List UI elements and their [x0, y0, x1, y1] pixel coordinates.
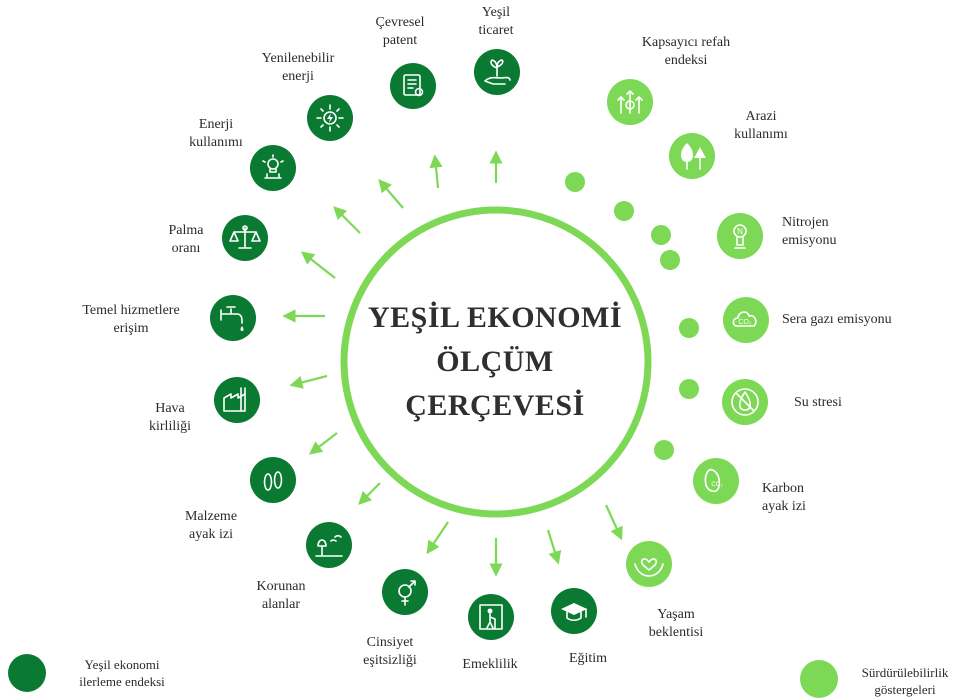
- decor-dot-6: [679, 379, 699, 399]
- label-enerji-kullanimi: Enerji kullanımı: [189, 117, 243, 150]
- label-nitrojen-emisyonu: Nitrojen emisyonu: [782, 215, 837, 248]
- dark-node-12: [551, 588, 597, 634]
- light-node-circle: [693, 458, 739, 504]
- dark-node-2: [474, 49, 520, 95]
- svg-text:CO₂: CO₂: [711, 482, 723, 488]
- dark-node-1: [390, 63, 436, 109]
- heart-hands-icon: [634, 558, 664, 577]
- dark-node-circle: [390, 63, 436, 109]
- legend-dark-label: Yeşil ekonomi ilerleme endeksi: [79, 657, 165, 689]
- label-sera-gazi-emisyonu: Sera gazı emisyonu: [782, 312, 892, 327]
- light-node-5: [722, 379, 768, 425]
- water-drop-icon: [731, 388, 759, 416]
- label-su-stresi: Su stresi: [794, 395, 842, 410]
- dark-node-10: [382, 569, 428, 615]
- legend-light-swatch: [800, 660, 838, 698]
- light-node-7: [626, 541, 672, 587]
- footprint-icon: [263, 471, 283, 491]
- landscape-icon: [315, 534, 343, 557]
- nitrogen-icon: N: [733, 224, 747, 249]
- trees-icon: [681, 143, 706, 170]
- renewable-energy-icon: [316, 104, 344, 132]
- label-malzeme-ayak-izi: Malzeme ayak izi: [184, 509, 238, 542]
- light-node-4: CO₂: [723, 297, 769, 343]
- light-node-circle: [626, 541, 672, 587]
- label-yenilenebilir-enerji: Yenilenebilir enerji: [261, 51, 335, 84]
- graduation-cap-icon: [561, 603, 587, 622]
- hand-plant-icon: [484, 59, 511, 85]
- arrow-13: [604, 504, 623, 541]
- arrows-group: [282, 150, 623, 577]
- dark-node-7: [214, 377, 260, 423]
- light-node-1: [607, 79, 653, 125]
- growth-icon: [617, 90, 643, 114]
- decor-dot-1: [565, 172, 585, 192]
- legend-dark-swatch: [8, 654, 46, 692]
- light-node-circle: [717, 213, 763, 259]
- decor-dot-5: [679, 318, 699, 338]
- dark-node-11: [468, 594, 514, 640]
- dark-node-5: [222, 215, 268, 261]
- svg-text:N: N: [737, 227, 743, 236]
- indicator-nodes-group: N CO₂ CO₂: [210, 49, 769, 640]
- svg-text:CO₂: CO₂: [738, 319, 752, 326]
- arrow-9: [358, 482, 381, 505]
- legend-light-label: Sürdürülebilirlik göstergeleri: [861, 665, 949, 697]
- label-arazi-kullanimi: Arazi kullanımı: [734, 109, 788, 142]
- gender-icon: [398, 580, 416, 606]
- arrow-8: [308, 432, 338, 455]
- dark-node-circle: [306, 522, 352, 568]
- arrow-12: [546, 529, 562, 565]
- arrow-10: [426, 521, 449, 555]
- dark-node-circle: [210, 295, 256, 341]
- carbon-footprint-icon: CO₂: [704, 468, 723, 493]
- dark-node-circle: [382, 569, 428, 615]
- factory-icon: [223, 387, 246, 412]
- decor-dot-2: [614, 201, 634, 221]
- arrow-1: [429, 154, 443, 189]
- co2-cloud-icon: CO₂: [732, 311, 757, 327]
- dark-node-circle: [250, 457, 296, 503]
- light-node-2: [669, 133, 715, 179]
- light-node-3: N: [717, 213, 763, 259]
- dark-node-8: [250, 457, 296, 503]
- energy-use-icon: [262, 154, 284, 179]
- label-yasam-beklentisi: Yaşam beklentisi: [648, 607, 704, 640]
- arrow-5: [300, 251, 336, 279]
- arrow-7: [289, 374, 328, 389]
- label-kapsayici-refah-endeksi: Kapsayıcı refah endeksi: [641, 35, 731, 68]
- decor-dot-4: [660, 250, 680, 270]
- label-cevresel-patent: Çevresel patent: [375, 15, 425, 48]
- label-cinsiyet-esitsizligi: Cinsiyet eşitsizliği: [363, 635, 417, 668]
- label-hava-kirliligi: Hava kirliliği: [149, 401, 191, 434]
- certificate-icon: [403, 74, 424, 97]
- dark-node-circle: [214, 377, 260, 423]
- light-node-6: CO₂: [693, 458, 739, 504]
- center-ring: [340, 206, 652, 518]
- arrow-3: [378, 178, 404, 209]
- label-emeklilik: Emeklilik: [462, 657, 518, 672]
- dark-node-4: [250, 145, 296, 191]
- label-palma-orani: Palma oranı: [168, 223, 204, 256]
- scales-icon: [229, 225, 261, 249]
- light-node-circle: [723, 297, 769, 343]
- label-temel-hizmetlere-erisim: Temel hizmetlere erişim: [82, 303, 180, 336]
- label-yesil-ticaret: Yeşil ticaret: [478, 5, 514, 38]
- dark-node-3: [307, 95, 353, 141]
- label-karbon-ayak-izi: Karbon ayak izi: [762, 481, 806, 514]
- arrow-4: [333, 206, 361, 234]
- dark-node-circle: [250, 145, 296, 191]
- dark-node-9: [306, 522, 352, 568]
- decor-dot-3: [651, 225, 671, 245]
- elderly-icon: [479, 604, 503, 630]
- label-egitim: Eğitim: [568, 651, 608, 666]
- water-tap-icon: [220, 306, 244, 331]
- label-korunan-alanlar: Korunan alanlar: [256, 579, 306, 612]
- dark-node-6: [210, 295, 256, 341]
- decor-dot-7: [654, 440, 674, 460]
- decor-dots-group: [565, 172, 699, 460]
- diagram-title: YEŞİL EKONOMİ ÖLÇÜM ÇERÇEVESİ: [367, 301, 623, 422]
